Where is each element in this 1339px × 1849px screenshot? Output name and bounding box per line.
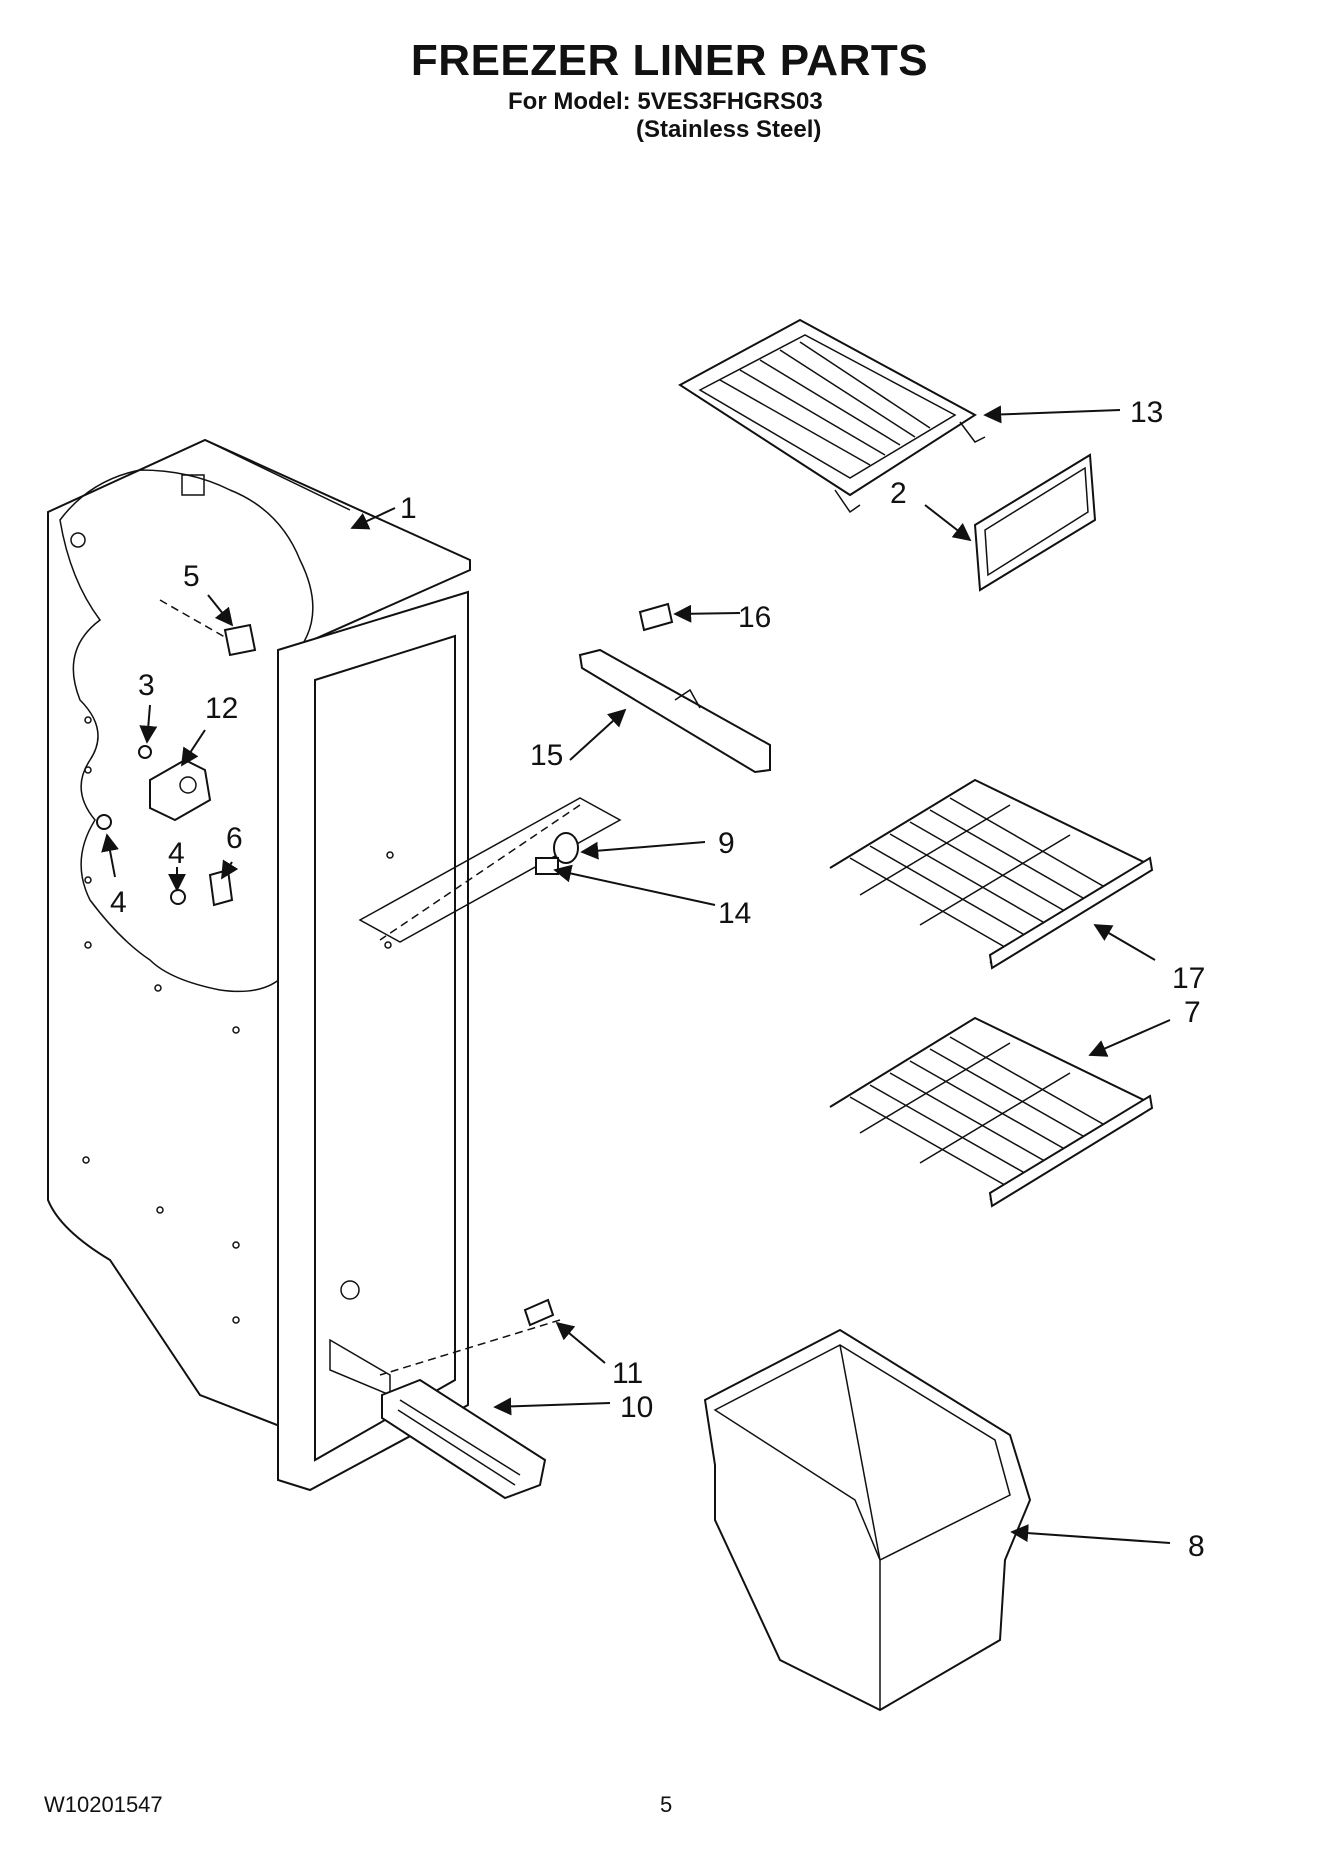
part-15-bracket (578, 648, 771, 774)
leader-lines (101, 405, 1171, 1544)
document-number: W10201547 (44, 1792, 163, 1817)
callout-13: 13 (1130, 396, 1163, 429)
callout-12: 12 (205, 692, 238, 725)
freezer-liner (47, 438, 622, 1492)
callout-1: 1 (400, 492, 417, 525)
callout-5: 5 (183, 560, 200, 593)
callout-16: 16 (738, 601, 771, 634)
callout-4-left: 4 (110, 886, 127, 919)
part-11-screw (523, 1298, 555, 1327)
part-7-wire-shelf (829, 1016, 1154, 1208)
callout-9: 9 (718, 827, 735, 860)
part-4-screw-right (170, 889, 186, 905)
page-number: 5 (660, 1792, 673, 1817)
part-16-screw (638, 602, 674, 632)
callout-17: 17 (1172, 962, 1205, 995)
part-4-screw-left (96, 814, 112, 830)
callout-8: 8 (1188, 1530, 1205, 1563)
part-10-grille (381, 1378, 547, 1500)
callout-14: 14 (718, 897, 751, 930)
callout-labels: 1 2 3 4 4 5 6 7 8 9 10 11 12 13 14 15 16… (110, 396, 1205, 1563)
callout-3: 3 (138, 669, 155, 702)
callout-7: 7 (1184, 996, 1201, 1029)
callout-4-right: 4 (168, 837, 185, 870)
callout-6: 6 (226, 822, 243, 855)
model-variant: (Stainless Steel) (636, 116, 822, 143)
part-5-clip (223, 623, 257, 657)
part-9-knob (535, 832, 579, 875)
part-3-screw (138, 745, 152, 759)
part-8-bin (703, 1328, 1032, 1712)
part-6-hinge (208, 868, 234, 907)
callout-10: 10 (620, 1391, 653, 1424)
model-line: For Model: 5VES3FHGRS03 (508, 88, 823, 115)
page-title: FREEZER LINER PARTS (410, 36, 929, 85)
part-17-wire-shelf (829, 778, 1154, 970)
part-2-shelf-trim (973, 453, 1097, 592)
callout-11: 11 (612, 1357, 643, 1390)
callout-2: 2 (890, 477, 907, 510)
part-13-shelf-tray (678, 318, 986, 514)
callout-15: 15 (530, 739, 563, 772)
